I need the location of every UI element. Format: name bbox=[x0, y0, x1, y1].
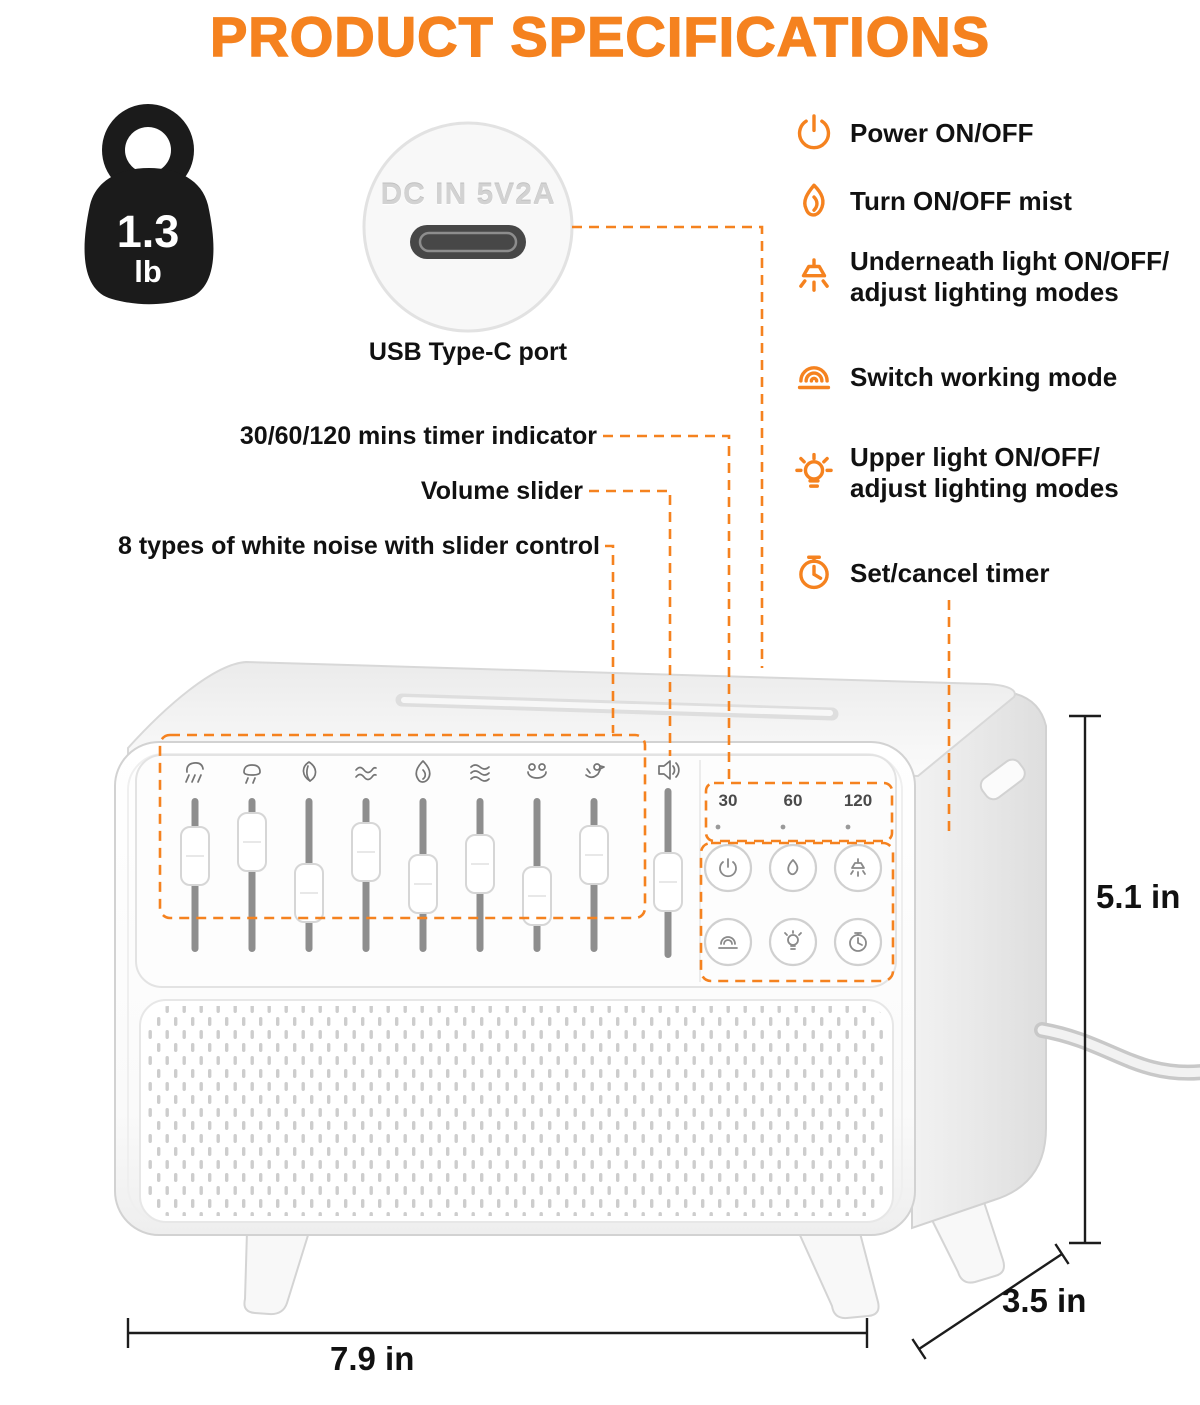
storm-icon bbox=[243, 764, 261, 784]
callout-connectors bbox=[158, 225, 951, 983]
callout-noise-sliders: 8 types of white noise with slider contr… bbox=[117, 532, 600, 560]
callout-volume-slider: Volume slider bbox=[420, 477, 583, 505]
feature-label: Turn ON/OFF mist bbox=[850, 185, 1072, 216]
top-light-slot bbox=[395, 693, 839, 721]
device-buttons bbox=[703, 843, 883, 967]
timer-mark-30: 30 bbox=[719, 791, 738, 810]
power-icon bbox=[719, 858, 737, 878]
mode-icon bbox=[718, 936, 738, 949]
height-dim-line bbox=[1069, 714, 1101, 1245]
feature-power: Power ON/OFF bbox=[793, 112, 1033, 154]
control-panel bbox=[135, 754, 897, 988]
mist-button bbox=[768, 843, 818, 893]
usb-port-label: USB Type-C port bbox=[368, 338, 568, 366]
speaker-grille bbox=[139, 999, 894, 1223]
usb-embossed-text: DC IN 5V2A bbox=[380, 178, 556, 211]
timer-icon bbox=[849, 932, 867, 952]
feature-label-line1: Underneath light ON/OFF/ bbox=[850, 246, 1170, 276]
usb-connector-line bbox=[572, 225, 764, 668]
page-title: PRODUCT SPECIFICATIONS bbox=[209, 4, 991, 68]
usb-c-port bbox=[410, 225, 526, 259]
working-mode-icon bbox=[797, 366, 831, 390]
feature-underneath-light: Underneath light ON/OFF/ adjust lighting… bbox=[793, 246, 1169, 307]
feature-label: Power ON/OFF bbox=[850, 117, 1034, 148]
width-dimension-label: 7.9 in bbox=[330, 1340, 415, 1377]
depth-dimension-label: 3.5 in bbox=[1002, 1282, 1087, 1319]
weight-unit: lb bbox=[134, 254, 162, 289]
usb-inset bbox=[362, 121, 574, 333]
mist-icon bbox=[787, 859, 799, 876]
leaf-icon bbox=[302, 761, 317, 782]
device-legs bbox=[243, 1194, 1005, 1320]
device: 30 60 120 bbox=[114, 660, 1200, 1320]
width-dim-line bbox=[126, 1318, 869, 1348]
wave-icon bbox=[355, 766, 377, 781]
speaker-icon bbox=[658, 760, 680, 780]
depth-dim-line bbox=[911, 1243, 1070, 1360]
feature-mist: Turn ON/OFF mist bbox=[793, 180, 1072, 222]
timer-connector-line bbox=[603, 434, 731, 781]
feature-label-line2: adjust lighting modes bbox=[850, 472, 1119, 503]
feature-label-line1: Upper light ON/OFF/ bbox=[850, 442, 1100, 472]
pendant-light-icon bbox=[850, 858, 866, 877]
height-dimension-label: 5.1 in bbox=[1096, 878, 1181, 915]
bulb-icon bbox=[784, 930, 802, 950]
buttons-outline bbox=[699, 841, 895, 983]
feature-label-line2: adjust lighting modes bbox=[850, 276, 1119, 307]
noise-connector-line bbox=[605, 544, 615, 733]
feature-working-mode: Switch working mode bbox=[793, 356, 1117, 398]
timer-indicator: 30 60 120 bbox=[715, 791, 872, 830]
frog-icon bbox=[527, 763, 547, 779]
power-cable bbox=[1034, 1022, 1200, 1081]
weight-icon bbox=[84, 104, 214, 305]
stream-icon bbox=[470, 764, 490, 782]
timer-indicator-outline bbox=[704, 781, 894, 843]
mist-icon bbox=[803, 183, 825, 217]
upper-light-button bbox=[768, 917, 818, 967]
weight-value: 1.3 bbox=[116, 206, 180, 257]
bird-icon bbox=[585, 763, 605, 779]
noise-sliders-outline bbox=[158, 733, 647, 920]
underneath-light-icon bbox=[799, 257, 829, 292]
fire-icon bbox=[415, 760, 431, 783]
noise-sliders bbox=[180, 788, 683, 958]
feature-label: Switch working mode bbox=[850, 361, 1118, 392]
power-button bbox=[703, 843, 753, 893]
dimension-lines bbox=[126, 714, 1101, 1360]
volume-connector-line bbox=[589, 489, 672, 756]
rain-icon bbox=[185, 762, 204, 783]
feature-timer: Set/cancel timer bbox=[793, 552, 1049, 594]
feature-upper-light: Upper light ON/OFF/ adjust lighting mode… bbox=[793, 442, 1119, 503]
sound-icons bbox=[185, 760, 680, 784]
callout-timer-indicator: 30/60/120 mins timer indicator bbox=[239, 422, 597, 450]
side-handle bbox=[979, 758, 1026, 801]
timer-icon bbox=[799, 555, 829, 590]
timer-mark-120: 120 bbox=[844, 791, 872, 810]
timer-mark-60: 60 bbox=[784, 791, 803, 810]
upper-light-icon bbox=[795, 452, 833, 488]
feature-label: Set/cancel timer bbox=[850, 557, 1050, 588]
power-icon bbox=[797, 114, 831, 150]
mode-button bbox=[703, 917, 753, 967]
device-side bbox=[911, 692, 1047, 1230]
